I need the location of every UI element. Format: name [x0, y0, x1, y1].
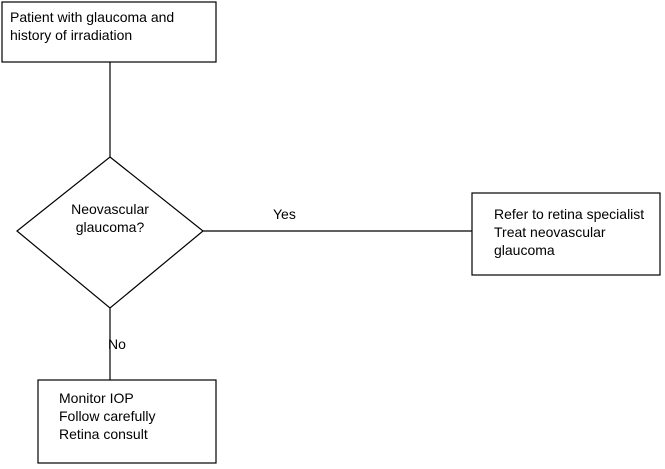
- yes-action-text: Refer to retina specialist Treat neovasc…: [494, 205, 644, 259]
- yes-action-box: [471, 192, 661, 276]
- yes-action-line-3: glaucoma: [494, 242, 555, 258]
- no-action-text: Monitor IOP Follow carefully Retina cons…: [59, 389, 155, 443]
- start-box-text: Patient with glaucoma and history of irr…: [10, 8, 174, 44]
- no-edge-label: No: [108, 336, 126, 352]
- no-action-line-2: Follow carefully: [59, 408, 156, 424]
- yes-action-line-2: Treat neovascular: [494, 224, 606, 240]
- decision-text: Neovascular glaucoma?: [60, 200, 160, 236]
- no-action-line-3: Retina consult: [59, 426, 148, 442]
- decision-line-2: glaucoma?: [75, 219, 145, 235]
- yes-edge-label: Yes: [273, 206, 296, 222]
- start-box-line-1: Patient with glaucoma and: [10, 9, 175, 25]
- yes-action-line-1: Refer to retina specialist: [494, 206, 645, 222]
- start-box: [1, 1, 217, 63]
- no-action-line-1: Monitor IOP: [59, 390, 134, 406]
- start-box-line-2: history of irradiation: [10, 27, 133, 43]
- decision-line-1: Neovascular: [71, 201, 149, 217]
- no-action-box: [37, 379, 217, 464]
- decision-diamond: [16, 156, 204, 309]
